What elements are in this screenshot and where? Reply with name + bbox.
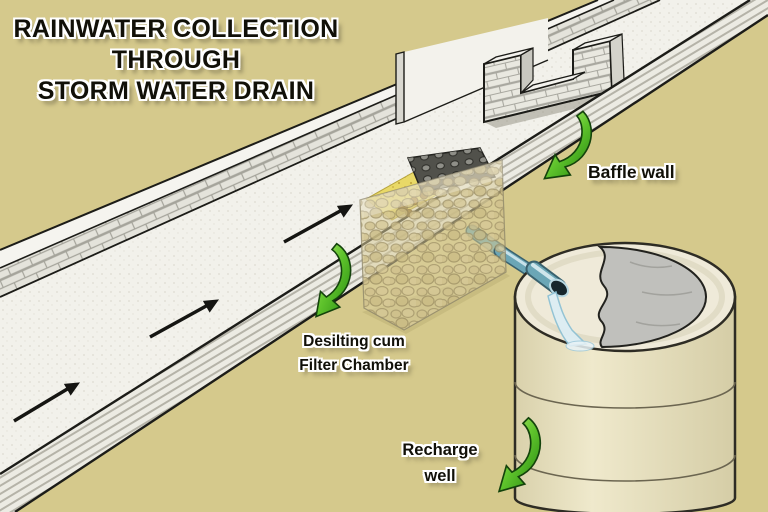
desilting-filter-chamber bbox=[359, 147, 547, 334]
title-line-1: RAINWATER COLLECTION bbox=[13, 15, 339, 43]
flow-arrow-icon bbox=[149, 299, 220, 339]
recharge-well-label: Recharge well bbox=[384, 437, 496, 489]
pipe-outlet-in-well bbox=[525, 260, 569, 298]
title-line-2: THROUGH bbox=[111, 46, 241, 74]
water-stream bbox=[547, 290, 595, 352]
flow-arrow-icon bbox=[13, 382, 81, 423]
recharge-well bbox=[513, 241, 737, 512]
recharge-label-line-2: well bbox=[424, 467, 456, 485]
recharge-label-line-1: Recharge bbox=[402, 441, 478, 459]
baffle-wall bbox=[483, 32, 625, 128]
diagram-title: RAINWATER COLLECTION THROUGH STORM WATER… bbox=[6, 14, 346, 107]
well-water-surface bbox=[597, 245, 707, 349]
flow-arrow-icon bbox=[283, 204, 354, 244]
flow-direction-arrows bbox=[13, 204, 354, 423]
desilting-label-line-2: Filter Chamber bbox=[299, 357, 409, 374]
desilting-filter-chamber-label: Desilting cum Filter Chamber bbox=[268, 330, 440, 378]
baffle-wall-label: Baffle wall bbox=[588, 162, 675, 182]
well-body bbox=[513, 295, 737, 512]
title-line-3: STORM WATER DRAIN bbox=[37, 77, 315, 105]
desilting-label-line-1: Desilting cum bbox=[303, 333, 405, 350]
